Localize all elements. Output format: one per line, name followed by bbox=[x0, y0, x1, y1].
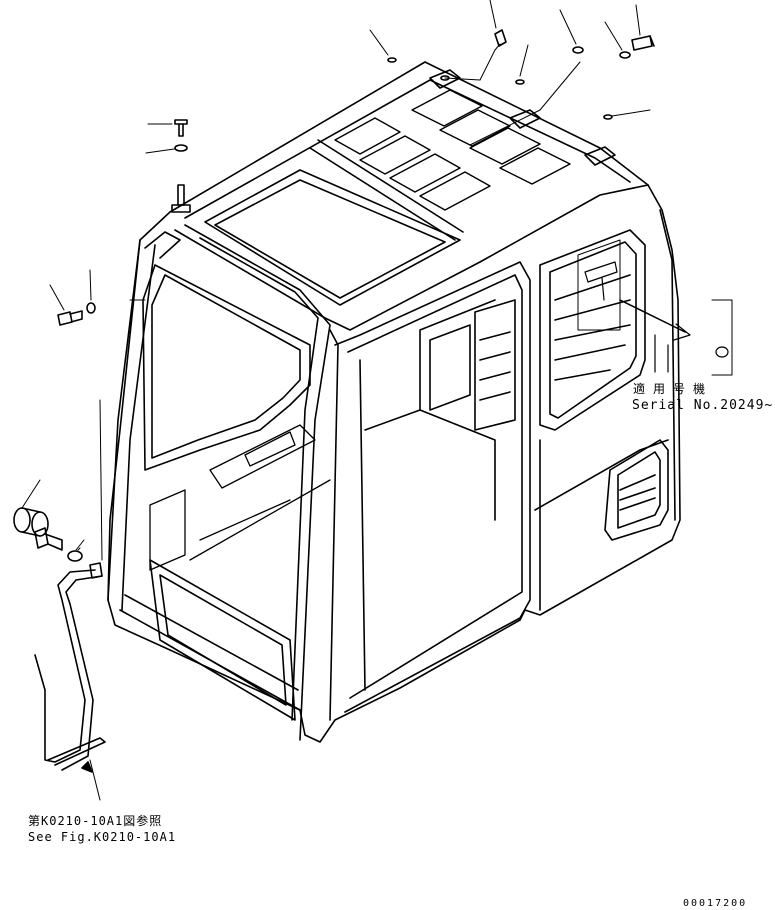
roof-small-nut bbox=[603, 114, 613, 120]
roof-washer-mid bbox=[572, 46, 584, 54]
front-window-frame bbox=[142, 169, 461, 741]
roof-plate-mid bbox=[509, 109, 541, 129]
pin-bolt bbox=[34, 527, 63, 551]
leader-lines bbox=[21, 0, 651, 801]
figure-reference-en: See Fig.K0210-10A1 bbox=[28, 830, 177, 844]
side-window bbox=[539, 229, 646, 431]
reference-arrow bbox=[81, 761, 93, 773]
drawing-number: 00017200 bbox=[683, 898, 748, 909]
rear-edge bbox=[534, 209, 676, 611]
handrail bbox=[34, 562, 106, 771]
side-bolt-left bbox=[57, 310, 83, 326]
roof-screw-top bbox=[494, 29, 507, 47]
spacer-collar bbox=[13, 507, 49, 537]
roof-bolt-left bbox=[174, 119, 188, 137]
roof-plate-right bbox=[584, 146, 616, 166]
roof-stud-left bbox=[171, 184, 191, 213]
roof-nut-mid bbox=[515, 79, 525, 85]
serial-applicability-en: Serial No.20249~ bbox=[632, 398, 774, 413]
side-vent bbox=[604, 439, 669, 541]
side-washer-left bbox=[86, 302, 96, 314]
roof-nut-top bbox=[387, 57, 397, 63]
roof-washer-right bbox=[619, 51, 631, 59]
door-opening bbox=[329, 261, 531, 721]
inner-details bbox=[149, 424, 331, 571]
detail-inset bbox=[577, 239, 733, 376]
roof-bolt-right bbox=[631, 35, 655, 51]
roof-panels bbox=[334, 89, 571, 211]
pin-washer bbox=[67, 550, 83, 562]
figure-reference-ja: 第K0210-10A1図参照 bbox=[28, 814, 163, 828]
lower-front-opening bbox=[149, 559, 296, 721]
roof-washer-left bbox=[174, 144, 188, 152]
serial-applicability-ja: 適用号機 bbox=[633, 382, 714, 396]
